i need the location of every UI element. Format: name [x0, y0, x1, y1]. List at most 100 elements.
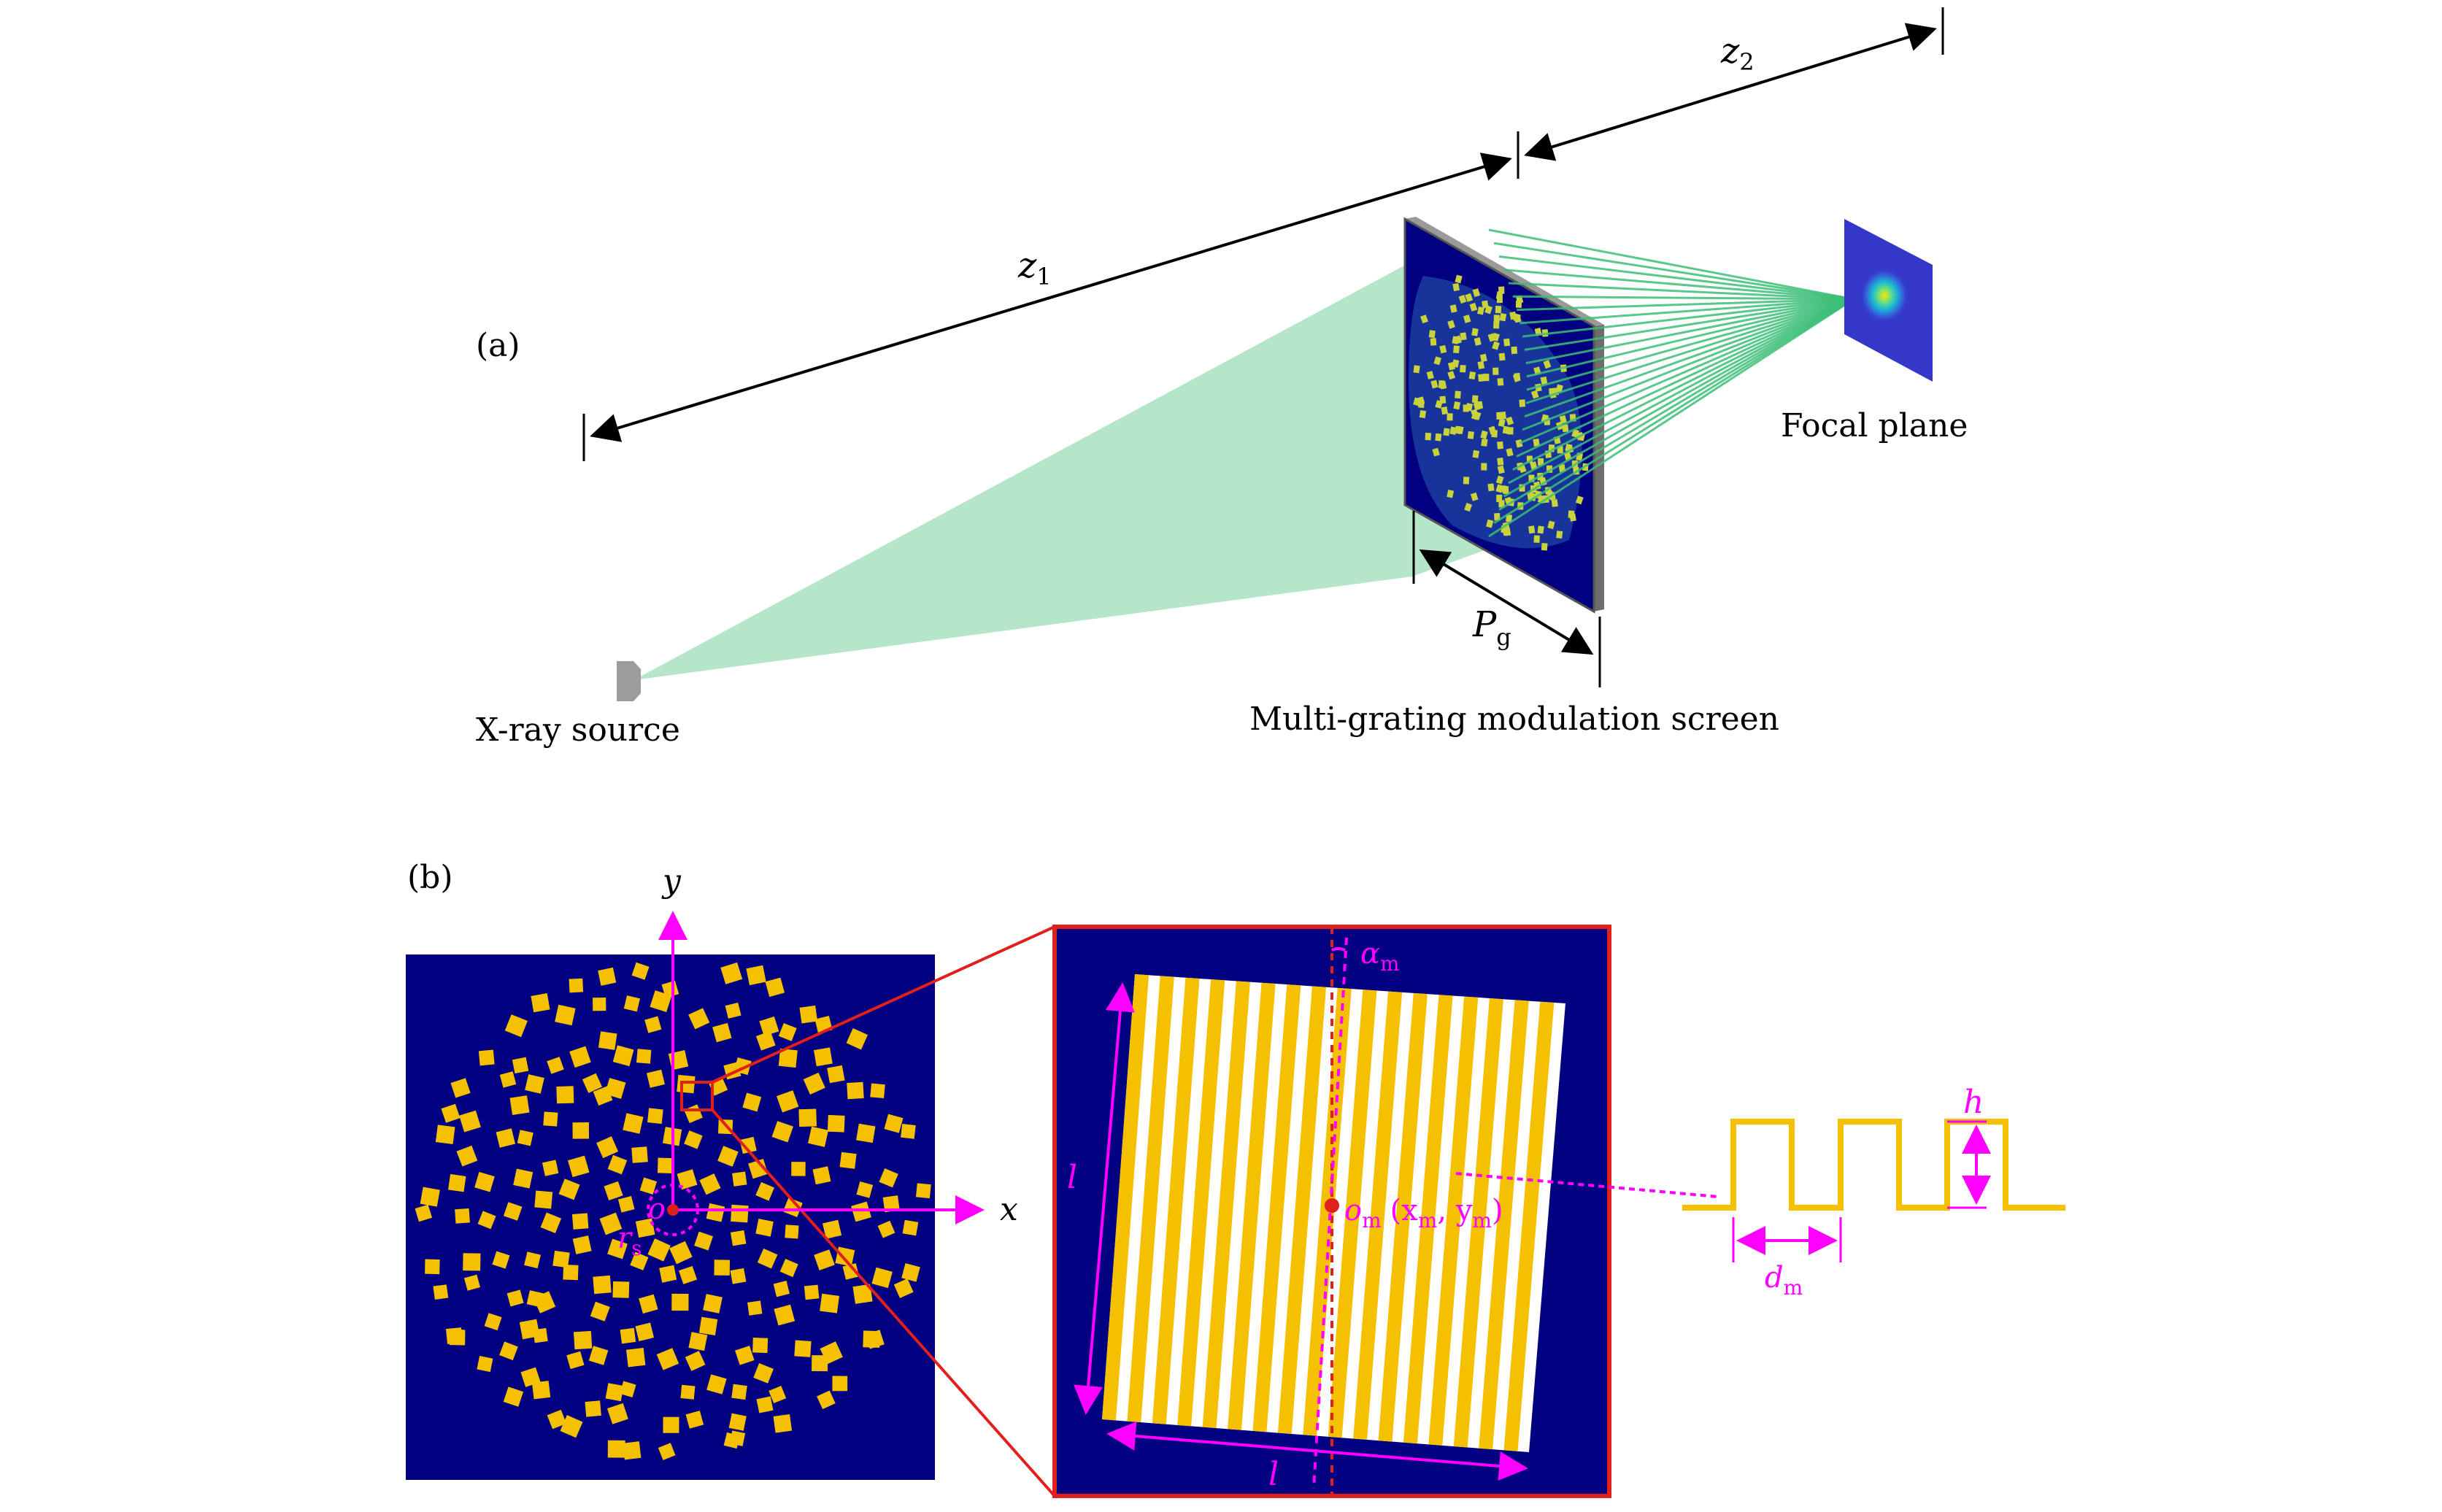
l-horizontal-label: l — [1268, 1456, 1279, 1493]
screen-grating — [1538, 458, 1544, 466]
origin-dot — [667, 1204, 679, 1216]
grating-square — [569, 1046, 591, 1068]
ray — [1516, 298, 1854, 312]
xray-source-label: X-ray source — [476, 711, 680, 749]
ray — [1488, 298, 1854, 538]
screen-grating — [1559, 414, 1567, 424]
grating-tilt-line — [1312, 937, 1348, 1489]
screen-grating — [1497, 378, 1504, 386]
ray — [1498, 298, 1854, 511]
ray — [1498, 255, 1854, 301]
panel-a: (a) z1 z2 Pg X-ray source Multi-grating … — [476, 7, 1968, 749]
grating-square — [573, 1330, 593, 1350]
grating-square — [558, 1179, 580, 1200]
screen-grating — [1435, 433, 1442, 441]
screen-grating — [1470, 492, 1479, 501]
grating-square — [542, 1160, 559, 1176]
grating-square — [448, 1173, 466, 1192]
l-vertical-arrow — [1074, 982, 1135, 1415]
grating-square — [658, 1443, 676, 1460]
grating-square — [807, 1126, 829, 1147]
grating-square — [820, 1293, 839, 1314]
screen-grating — [1537, 525, 1544, 534]
grating-square — [543, 1111, 558, 1127]
grating-square — [433, 1284, 449, 1300]
screen-grating — [1419, 410, 1427, 419]
grating-square — [435, 1125, 455, 1145]
grating-square — [474, 1171, 495, 1192]
grating-square — [685, 1411, 704, 1429]
grating-square — [678, 1265, 698, 1284]
grating-square — [731, 1204, 749, 1223]
screen-grating — [1497, 441, 1504, 450]
ray — [1503, 269, 1854, 301]
grating-square — [846, 1028, 868, 1050]
ray — [1526, 298, 1854, 378]
grating-square — [590, 1301, 610, 1322]
ray — [1516, 298, 1854, 458]
screen-grating — [1528, 525, 1536, 534]
grating-square — [735, 1346, 755, 1365]
grating-square — [647, 1238, 671, 1262]
grating-square — [420, 1187, 440, 1207]
ray — [1524, 298, 1854, 351]
screen-grating — [1511, 346, 1518, 355]
screen-grating — [1513, 313, 1521, 323]
grating-square — [449, 1329, 466, 1346]
ray — [1493, 298, 1854, 525]
grating-square — [607, 1154, 628, 1175]
grating-square — [706, 1203, 725, 1222]
grating-square — [631, 962, 650, 980]
screen-grating — [1481, 438, 1488, 447]
screen-grating — [1499, 411, 1506, 420]
focal-spot — [1860, 268, 1909, 323]
grating-square — [739, 1136, 757, 1154]
grating-square — [477, 1356, 493, 1373]
screen-grating — [1432, 447, 1440, 457]
grating-square — [773, 1414, 793, 1433]
grating-square — [884, 1114, 904, 1133]
grating-square — [623, 995, 641, 1012]
screen-grating — [1430, 338, 1437, 346]
pg-arrow — [1419, 549, 1594, 655]
screen-grating — [1460, 365, 1466, 373]
grating-square — [870, 1083, 885, 1099]
zoom-connector-bottom — [711, 1108, 1056, 1497]
screen-grating — [1425, 432, 1432, 441]
grating-square — [620, 1327, 636, 1344]
grating-square — [607, 1238, 628, 1260]
grating-square — [742, 1092, 762, 1112]
x-axis-label: x — [1000, 1191, 1018, 1228]
grating-square — [456, 1145, 478, 1167]
grating-square — [478, 1049, 495, 1066]
grating-square — [569, 978, 584, 993]
screen-grating — [1439, 396, 1447, 404]
grating-square — [699, 1173, 721, 1195]
grating-square — [879, 1168, 898, 1188]
grating-square — [484, 1313, 502, 1331]
grating-square — [598, 1031, 617, 1050]
grating-square — [778, 1048, 798, 1068]
grating-square — [555, 1004, 576, 1026]
grating-square — [635, 1218, 655, 1238]
grating-square — [635, 1322, 655, 1342]
screen-grating — [1495, 306, 1502, 314]
grating-square — [871, 1267, 893, 1289]
grating-square — [813, 1047, 833, 1067]
grating-square — [504, 1014, 528, 1038]
screen-grating — [1496, 494, 1503, 502]
grating-bar — [1403, 995, 1453, 1444]
focal-plane-label: Focal plane — [1781, 407, 1968, 444]
grating-profile-wave — [1682, 1119, 2065, 1211]
grating-square — [552, 1250, 570, 1268]
screen-grating — [1503, 338, 1511, 347]
grating-square — [712, 1022, 732, 1043]
ray — [1493, 242, 1854, 301]
grating-square — [694, 1231, 713, 1251]
grating-square — [804, 1284, 820, 1300]
grating-square — [503, 1202, 523, 1221]
ray — [1526, 298, 1854, 391]
grating-bar — [1353, 991, 1403, 1440]
screen-grating — [1443, 428, 1450, 436]
screen-grating — [1575, 495, 1584, 505]
